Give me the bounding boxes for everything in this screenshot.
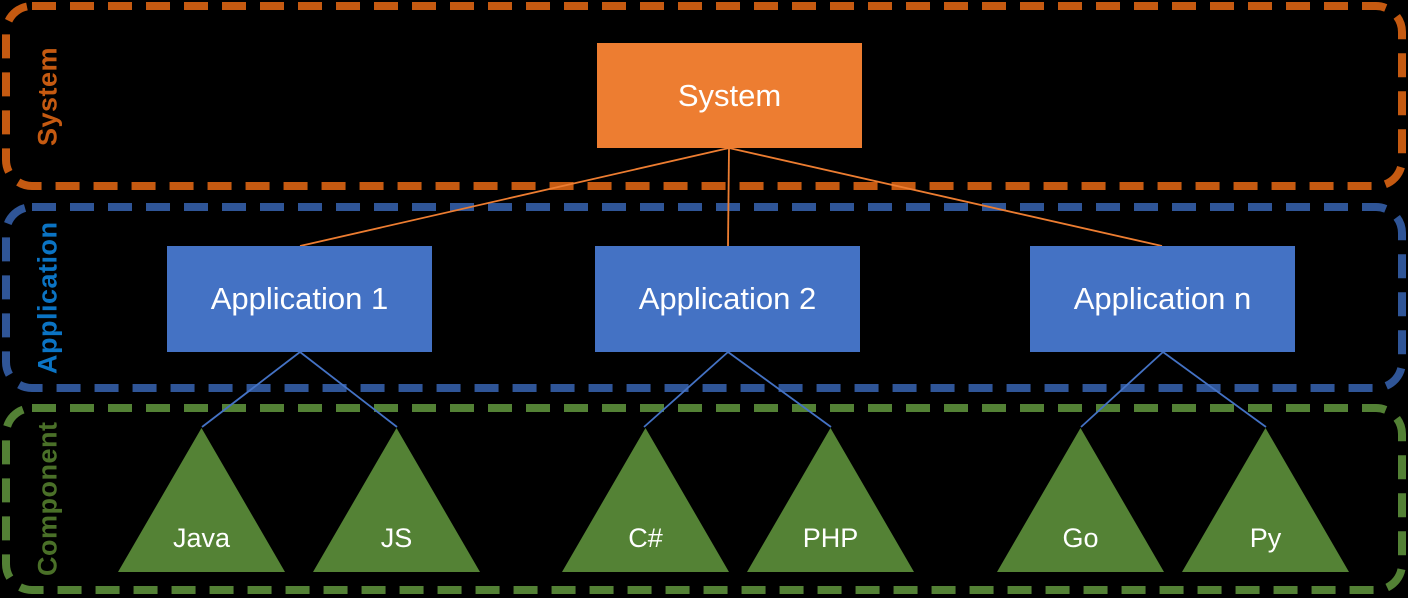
system-node: System	[597, 43, 862, 148]
application-2-label: Application 2	[638, 281, 817, 316]
connector-appn-go	[1080, 351, 1164, 428]
component-band-label: Component	[32, 421, 63, 577]
component-py-label: Py	[1249, 523, 1282, 553]
component-go-label: Go	[1062, 523, 1099, 553]
application-n-node: Application n	[1030, 246, 1295, 352]
application-band-label: Application	[32, 221, 63, 374]
connector-system-appn	[728, 147, 1163, 247]
component-js-label: JS	[380, 523, 413, 553]
component-band-border	[2, 404, 1406, 594]
system-band-border	[2, 2, 1406, 190]
application-2-node: Application 2	[595, 246, 860, 352]
connector-system-app2	[727, 147, 730, 247]
application-n-label: Application n	[1073, 281, 1252, 316]
system-band-label: System	[32, 46, 63, 146]
component-csharp-label: C#	[628, 523, 663, 553]
connector-app1-java	[201, 351, 301, 428]
connector-app2-php	[727, 351, 832, 428]
connector-app1-js	[299, 351, 398, 428]
connector-appn-py	[1162, 351, 1267, 428]
application-1-node: Application 1	[167, 246, 432, 352]
component-php-label: PHP	[802, 523, 859, 553]
application-1-label: Application 1	[210, 281, 389, 316]
connector-system-app1	[299, 147, 730, 247]
application-band-border	[2, 203, 1406, 392]
component-java-label: Java	[172, 523, 231, 553]
system-node-label: System	[677, 77, 782, 113]
connector-app2-csharp	[643, 351, 729, 428]
